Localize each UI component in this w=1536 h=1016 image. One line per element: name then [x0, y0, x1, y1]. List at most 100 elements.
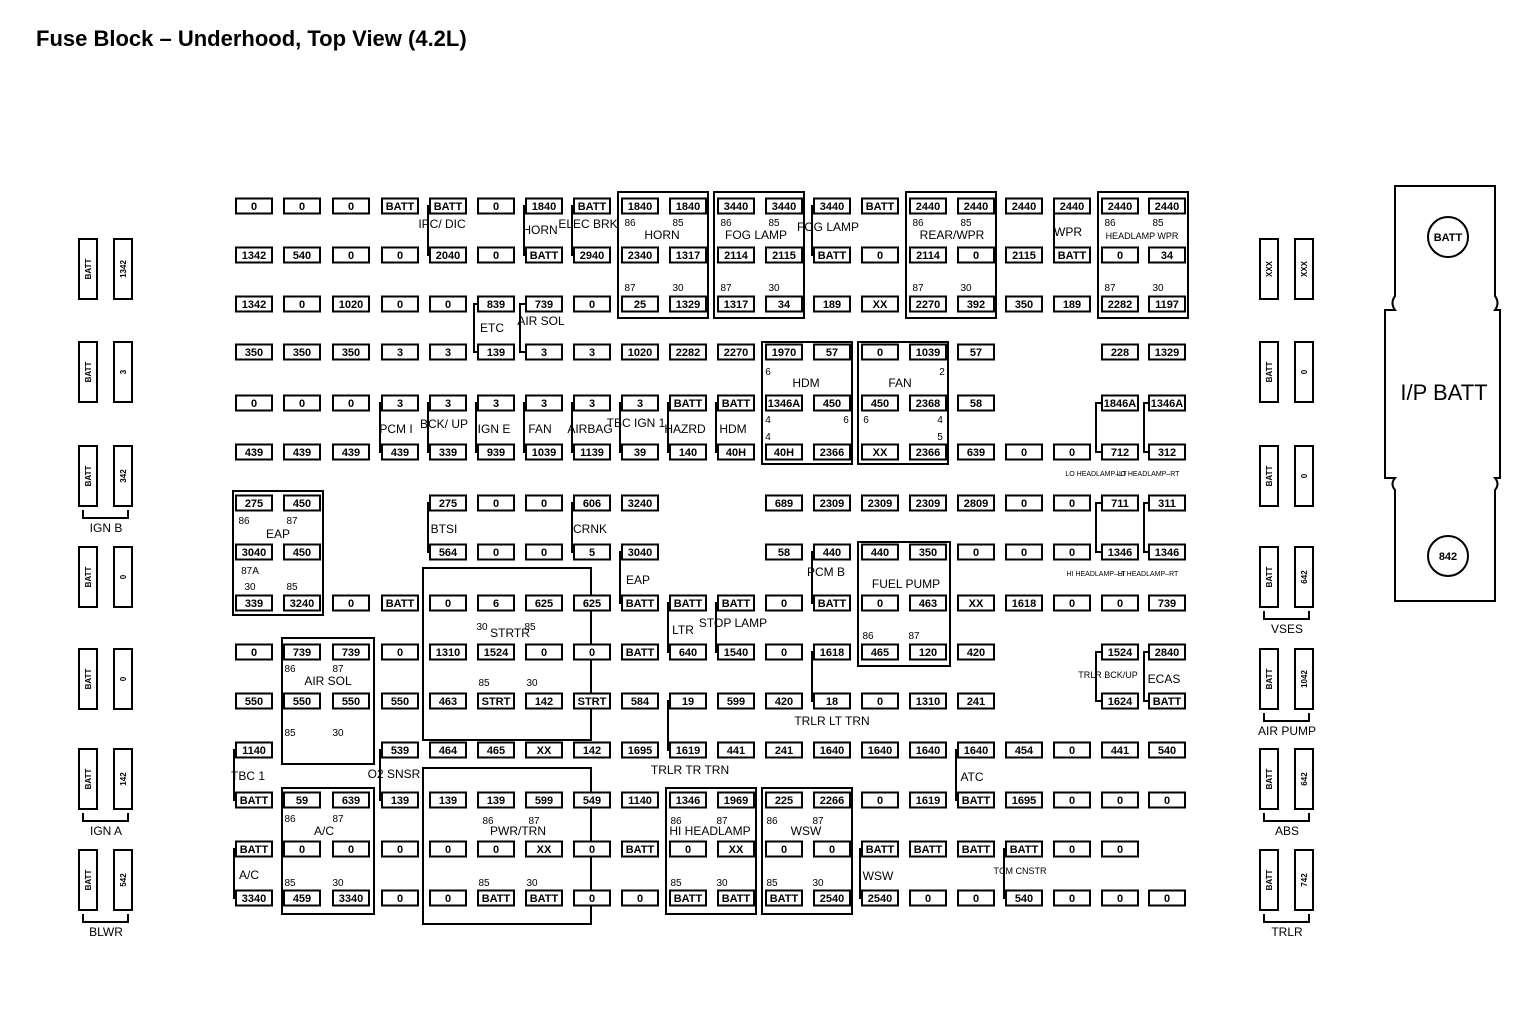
- fuse-cell: BATT: [235, 791, 273, 809]
- pin-number: 30: [244, 582, 256, 593]
- fuse-cell: BATT: [235, 840, 273, 858]
- fuse-value: 3340: [339, 893, 363, 905]
- fuse-cell: 189: [813, 295, 851, 313]
- circuit-label: IPC/ DIC: [418, 217, 466, 231]
- fuse-value: 0: [348, 398, 354, 410]
- fuse-value: 1640: [964, 745, 988, 757]
- fuse-cell: 2266: [813, 791, 851, 809]
- fuse-cell: 1140: [621, 791, 659, 809]
- fuse-value: BATT: [1153, 696, 1182, 708]
- fuse-cell: 1140: [235, 741, 273, 759]
- fuse-cell: 1329: [1148, 343, 1186, 361]
- fuse-cell: 339: [429, 443, 467, 461]
- fuse-value: 1020: [628, 347, 652, 359]
- relay-terminal: BATT: [1265, 362, 1274, 383]
- fuse-value: 2366: [916, 447, 940, 459]
- fuse-cell: 34: [765, 295, 803, 313]
- fuse-cell: 441: [1101, 741, 1139, 759]
- fuse-value: 6: [493, 598, 499, 610]
- fuse-value: 2040: [436, 250, 460, 262]
- fuse-cell: 450: [813, 394, 851, 412]
- fuse-cell: 3: [573, 343, 611, 361]
- fuse-value: 3: [541, 347, 547, 359]
- relay-outline: [905, 191, 997, 319]
- fuse-value: 0: [1069, 547, 1075, 559]
- fuse-cell: 739: [332, 643, 370, 661]
- fuse-value: 540: [1015, 893, 1033, 905]
- pin-number: 86: [482, 816, 494, 827]
- fuse-cell: 350: [1005, 295, 1043, 313]
- fuse-cell: 1640: [957, 741, 995, 759]
- fuse-cell: 1618: [1005, 594, 1043, 612]
- fuse-value: 3: [445, 398, 451, 410]
- relay-terminal: BATT: [1265, 567, 1274, 588]
- fuse-cell: 0: [765, 840, 803, 858]
- fuse-value: 0: [877, 795, 883, 807]
- fuse-cell: 0: [861, 594, 899, 612]
- fuse-value: BATT: [722, 398, 751, 410]
- fuse-value: 2266: [820, 795, 844, 807]
- fuse-cell: 2270: [717, 343, 755, 361]
- relay-outline: [713, 191, 805, 319]
- relay-terminal: XXX: [1300, 260, 1309, 277]
- fuse-value: 420: [967, 647, 985, 659]
- fuse-value: BATT: [626, 598, 655, 610]
- fuse-cell: 339: [235, 594, 273, 612]
- fuse-cell: 1624: [1101, 692, 1139, 710]
- fuse-value: 139: [439, 795, 457, 807]
- fuse-cell: 0: [573, 889, 611, 907]
- fuse-cell: 3: [477, 394, 515, 412]
- fuse-cell: 392: [957, 295, 995, 313]
- fuse-value: 2309: [820, 498, 844, 510]
- fuse-value: 465: [871, 647, 889, 659]
- fuse-value: 0: [1069, 844, 1075, 856]
- fuse-value: 1342: [242, 250, 266, 262]
- fuse-cell: 0: [381, 889, 419, 907]
- fuse-value: 2440: [1108, 201, 1132, 213]
- fuse-cell: 640: [669, 643, 707, 661]
- fuse-cell: 5: [573, 543, 611, 561]
- fuse-cell: BATT: [621, 594, 659, 612]
- fuse-cell: 639: [957, 443, 995, 461]
- relay-outline: [1097, 191, 1189, 319]
- circuit-label: FAN: [528, 422, 551, 436]
- fuse-cell: 712: [1101, 443, 1139, 461]
- fuse-value: 0: [493, 201, 499, 213]
- relay-terminal: BATT: [1265, 669, 1274, 690]
- fuse-value: 0: [781, 647, 787, 659]
- circuit-label: BCK/ UP: [420, 417, 468, 431]
- fuse-value: 140: [679, 447, 697, 459]
- fuse-value: 0: [781, 844, 787, 856]
- fuse-cell: 0: [235, 643, 273, 661]
- relay-terminal: 342: [119, 469, 128, 483]
- circuit-label: AIRBAG: [567, 422, 612, 436]
- fuse-value: STRT: [482, 696, 511, 708]
- pin-number: 30: [332, 878, 344, 889]
- fuse-cell: 142: [573, 741, 611, 759]
- fuse-value: 0: [1117, 250, 1123, 262]
- fuse-value: BATT: [722, 893, 751, 905]
- fuse-cell: 439: [235, 443, 273, 461]
- fuse-value: 5: [589, 547, 595, 559]
- fuse-cell: BATT: [381, 197, 419, 215]
- fuse-value: 1524: [1108, 647, 1133, 659]
- fuse-cell: 57: [813, 343, 851, 361]
- relay-label: TRLR: [1271, 925, 1303, 939]
- fuse-cell: BATT: [381, 594, 419, 612]
- circuit-label: LO HEADLAMP–LT: [1065, 471, 1127, 478]
- fuse-cell: 1310: [429, 643, 467, 661]
- fuse-value: 550: [342, 696, 360, 708]
- fuse-value: 0: [1164, 893, 1170, 905]
- fuse-cell: 0: [235, 394, 273, 412]
- fuse-value: 549: [583, 795, 601, 807]
- fuse-cell: 549: [573, 791, 611, 809]
- fuse-cell: 450: [283, 543, 321, 561]
- relay-terminal: XXX: [1265, 260, 1274, 277]
- fuse-value: 1695: [1012, 795, 1036, 807]
- fuse-cell: 441: [717, 741, 755, 759]
- fuse-cell: 2440: [1005, 197, 1043, 215]
- fuse-value: 311: [1158, 498, 1176, 510]
